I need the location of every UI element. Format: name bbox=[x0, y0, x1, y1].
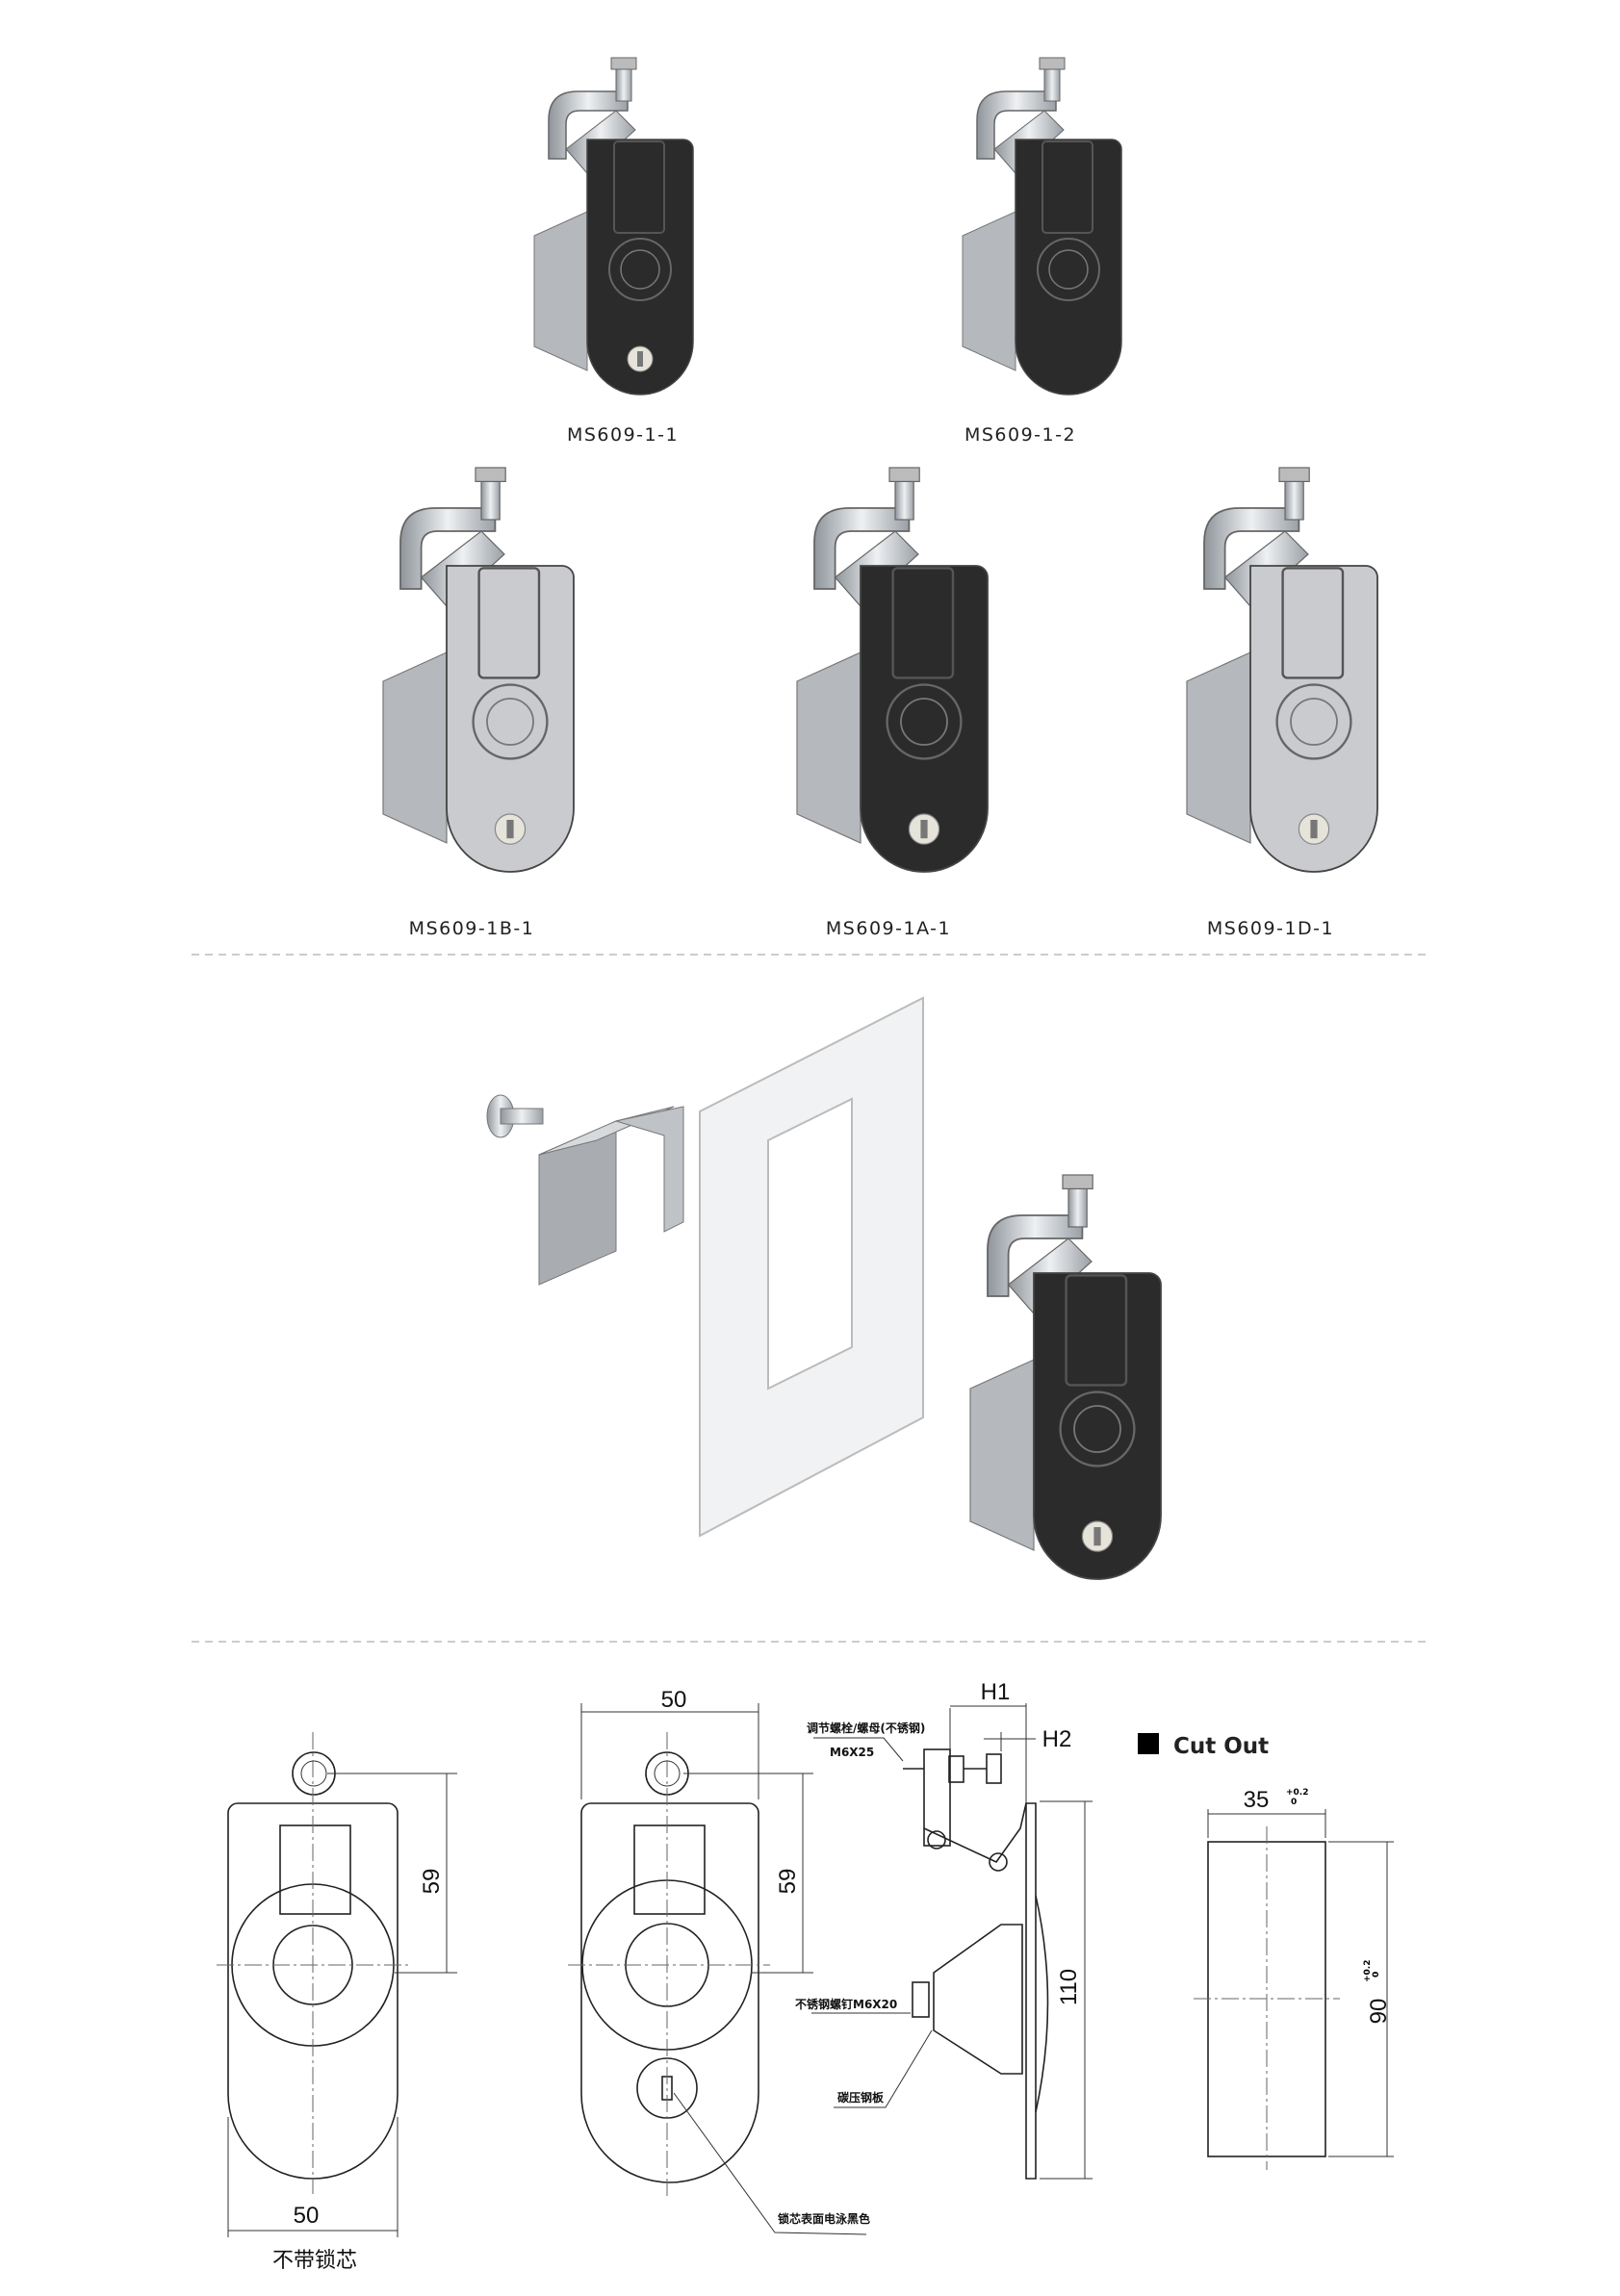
tol-upper: +0.2 bbox=[1286, 1788, 1308, 1798]
plate-note: 碳压钢板 bbox=[837, 2090, 885, 2105]
front-view-no-core: 59 50 不带锁芯 bbox=[217, 1732, 457, 2273]
cutout-title: Cut Out bbox=[1173, 1734, 1269, 1759]
side-view: H1 H2 110 调节螺栓/螺母(不锈钢) M6X25 不锈钢螺钉M6X20 … bbox=[795, 1679, 1093, 2180]
screw-note: 不锈钢螺钉M6X20 bbox=[795, 1997, 897, 2011]
screw-part bbox=[486, 1094, 544, 1138]
lock-image bbox=[795, 466, 990, 874]
exploded-view bbox=[486, 996, 1163, 1581]
lock-image bbox=[1185, 466, 1379, 874]
product-ms609-1-1: MS609-1-1 bbox=[533, 57, 694, 446]
dim-h1: H1 bbox=[981, 1679, 1011, 1705]
tol-upper: +0.2 bbox=[1363, 1960, 1373, 1982]
tol-lower: 0 bbox=[1291, 1798, 1297, 1807]
dim-height: 110 bbox=[1056, 1969, 1082, 2005]
product-label: MS609-1D-1 bbox=[1207, 918, 1334, 939]
product-label: MS609-1A-1 bbox=[826, 918, 951, 939]
lock-image bbox=[533, 57, 694, 395]
bolt-size: M6X25 bbox=[830, 1746, 874, 1759]
view-caption: 不带锁芯 bbox=[272, 2249, 357, 2273]
keyhole-icon bbox=[908, 813, 940, 845]
dim-width: 35 bbox=[1244, 1787, 1270, 1813]
front-view-with-core: 50 59 锁芯表面电泳黑色 bbox=[568, 1687, 870, 2235]
product-label: MS609-1-1 bbox=[567, 424, 679, 446]
lock-image bbox=[968, 1173, 1163, 1581]
dim-height: 90 bbox=[1366, 1999, 1392, 2025]
dim-h2: H2 bbox=[1042, 1726, 1072, 1752]
product-label: MS609-1-2 bbox=[964, 424, 1076, 446]
product-ms609-1a-1: MS609-1A-1 bbox=[795, 466, 990, 939]
dim-width: 50 bbox=[661, 1687, 687, 1713]
product-ms609-1b-1: MS609-1B-1 bbox=[381, 466, 576, 939]
lock-image bbox=[962, 57, 1122, 395]
panel-part bbox=[699, 996, 924, 1538]
bullet-square-icon bbox=[1138, 1733, 1159, 1754]
cutout-drawing: Cut Out 35 +0.2 0 90 +0.2 0 bbox=[1138, 1733, 1394, 2170]
bracket-part bbox=[538, 1106, 684, 1286]
dim-height: 59 bbox=[419, 1869, 445, 1895]
bolt-note: 调节螺栓/螺母(不锈钢) bbox=[807, 1721, 925, 1735]
dim-height: 59 bbox=[775, 1869, 801, 1895]
product-ms609-1d-1: MS609-1D-1 bbox=[1185, 466, 1379, 939]
keyhole-icon bbox=[627, 345, 654, 372]
product-label: MS609-1B-1 bbox=[409, 918, 535, 939]
keyhole-icon bbox=[1298, 813, 1330, 845]
keyhole-icon bbox=[494, 813, 527, 845]
product-ms609-1-2: MS609-1-2 bbox=[962, 57, 1122, 446]
dim-width: 50 bbox=[294, 2203, 320, 2229]
lock-image bbox=[381, 466, 576, 874]
tol-lower: 0 bbox=[1372, 1972, 1381, 1977]
core-note: 锁芯表面电泳黑色 bbox=[778, 2211, 870, 2226]
keyhole-icon bbox=[1081, 1520, 1114, 1552]
